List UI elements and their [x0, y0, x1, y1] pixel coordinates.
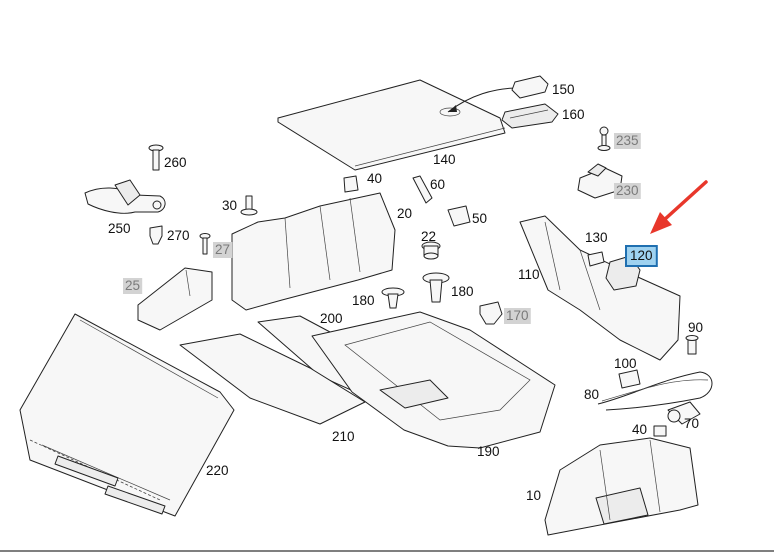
callout-box-25 [123, 278, 143, 294]
part-30-screw[interactable] [240, 195, 258, 216]
callout-label-190[interactable]: 190 [477, 444, 500, 459]
part-60-strip[interactable] [412, 175, 433, 204]
part-50-bracket[interactable] [447, 205, 471, 227]
part-250-hinge[interactable] [84, 179, 166, 214]
callout-label-40[interactable]: 40 [367, 171, 382, 186]
callout-box-120 [625, 245, 658, 267]
part-40-clip-upper[interactable] [343, 175, 359, 193]
part-220-rear-seat-panel[interactable] [19, 313, 235, 517]
callout-label-170[interactable]: 170 [506, 308, 529, 323]
callout-label-180[interactable]: 180 [451, 284, 474, 299]
callout-label-60[interactable]: 60 [430, 177, 445, 192]
part-140-floor-cover[interactable] [277, 79, 519, 171]
part-180-pin-right[interactable] [422, 272, 450, 303]
callout-box-27 [213, 242, 233, 258]
part-22-knob[interactable] [421, 241, 441, 260]
callout-label-235[interactable]: 235 [616, 133, 639, 148]
part-70-connector[interactable] [667, 401, 701, 425]
red-arrow-icon [650, 180, 708, 234]
callout-label-80[interactable]: 80 [584, 387, 599, 402]
part-90-clip[interactable] [685, 335, 699, 355]
part-20-left-side-trim[interactable] [231, 192, 396, 311]
callout-label-90[interactable]: 90 [688, 320, 703, 335]
callout-label-150[interactable]: 150 [552, 82, 575, 97]
part-260-screw[interactable] [148, 144, 164, 171]
callout-label-270[interactable]: 270 [167, 228, 190, 243]
part-27-screw[interactable] [199, 233, 211, 255]
callout-label-100[interactable]: 100 [614, 356, 637, 371]
callout-box-230 [614, 183, 641, 199]
callout-label-220[interactable]: 220 [206, 463, 229, 478]
callout-label-210[interactable]: 210 [332, 429, 355, 444]
part-100-cover[interactable] [618, 369, 641, 389]
callout-labels: 150 160 140 235 230 260 250 270 27 30 40 60 20 50 22 25… [108, 82, 703, 503]
callout-label-40[interactable]: 40 [632, 422, 647, 437]
part-110-right-side-trim[interactable] [519, 215, 681, 361]
callout-label-180[interactable]: 180 [352, 293, 375, 308]
callout-box-170 [504, 308, 531, 324]
callout-label-27[interactable]: 27 [215, 242, 230, 257]
callout-label-160[interactable]: 160 [562, 107, 585, 122]
part-235-bolt[interactable] [597, 126, 611, 151]
part-190-trunk-tub[interactable] [311, 311, 556, 449]
part-270-clip[interactable] [149, 225, 163, 245]
callout-label-20[interactable]: 20 [397, 206, 412, 221]
part-160-frame[interactable] [501, 103, 559, 129]
part-40-clip-lower[interactable] [653, 425, 667, 437]
part-80-cable[interactable] [597, 371, 713, 411]
callout-label-200[interactable]: 200 [320, 311, 343, 326]
part-170-clip[interactable] [479, 301, 503, 325]
callout-label-130[interactable]: 130 [585, 230, 608, 245]
callout-label-260[interactable]: 260 [164, 155, 187, 170]
callout-label-140[interactable]: 140 [433, 152, 456, 167]
callout-label-230[interactable]: 230 [616, 183, 639, 198]
callout-box-235 [614, 133, 641, 149]
callout-label-22[interactable]: 22 [421, 229, 436, 244]
callout-label-110[interactable]: 110 [518, 267, 540, 282]
callout-label-70[interactable]: 70 [684, 416, 699, 431]
part-10-right-trunk-panel[interactable] [544, 437, 699, 536]
part-180-pin-left[interactable] [381, 287, 405, 309]
callout-label-10[interactable]: 10 [526, 488, 541, 503]
callout-label-30[interactable]: 30 [222, 198, 237, 213]
callout-label-25[interactable]: 25 [125, 278, 140, 293]
callout-label-250[interactable]: 250 [108, 221, 131, 236]
callout-label-50[interactable]: 50 [472, 211, 487, 226]
part-130-clip[interactable] [587, 251, 605, 267]
callout-label-120[interactable]: 120 [630, 248, 653, 263]
part-150-handle[interactable] [511, 75, 549, 99]
part-25-cover-panel[interactable] [137, 267, 213, 331]
